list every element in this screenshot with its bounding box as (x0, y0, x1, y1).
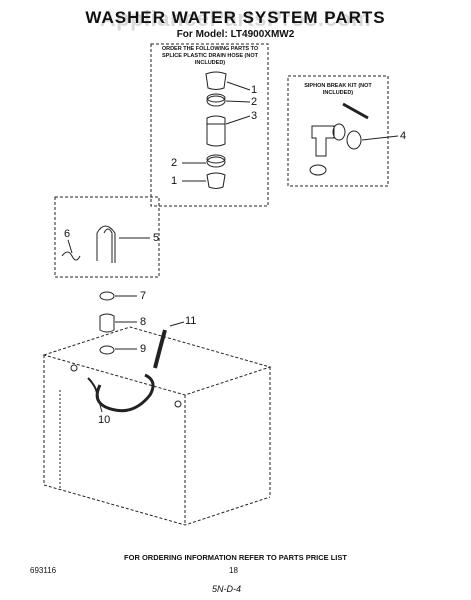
coupler-8 (99, 313, 115, 333)
callout-1-bottom: 1 (171, 175, 178, 187)
clamp-9 (99, 345, 115, 355)
page-number: 18 (229, 566, 238, 575)
callout-2-top: 2 (251, 96, 258, 108)
callout-3: 3 (251, 110, 258, 122)
splice-kit-box (150, 43, 269, 207)
callout-2-bottom: 2 (171, 157, 178, 169)
page-title: WASHER WATER SYSTEM PARTS (85, 8, 386, 27)
drain-hose (61, 225, 116, 263)
washer-cabinet (42, 326, 272, 526)
drain-hose-box (54, 196, 160, 278)
model-subtitle: For Model: LT4900XMW2 (176, 29, 295, 40)
callout-11: 11 (185, 315, 197, 327)
callout-10: 10 (98, 414, 111, 426)
callout-9: 9 (140, 343, 147, 355)
handwritten-note: 5N-D-4 (212, 584, 242, 594)
siphon-kit-box (287, 75, 389, 187)
hose-11 (153, 329, 167, 369)
siphon-kit-note: SIPHON BREAK KIT (NOT INCLUDED) (304, 83, 372, 96)
ordering-info: FOR ORDERING INFORMATION REFER TO PARTS … (124, 553, 347, 562)
splice-parts (205, 71, 227, 189)
callout-8: 8 (140, 316, 147, 328)
callout-1-top: 1 (251, 84, 258, 96)
splice-kit-note: ORDER THE FOLLOWING PARTS TO SPLICE PLAS… (161, 46, 259, 66)
clamp-7 (99, 291, 115, 301)
callout-7: 7 (140, 290, 147, 302)
callout-5: 5 (153, 232, 160, 244)
part-code: 693116 (30, 566, 57, 575)
callout-4: 4 (400, 130, 407, 142)
callout-6: 6 (64, 228, 71, 240)
watermark: AppliancePartsPros.com (99, 6, 372, 31)
siphon-kit-parts (309, 102, 369, 176)
